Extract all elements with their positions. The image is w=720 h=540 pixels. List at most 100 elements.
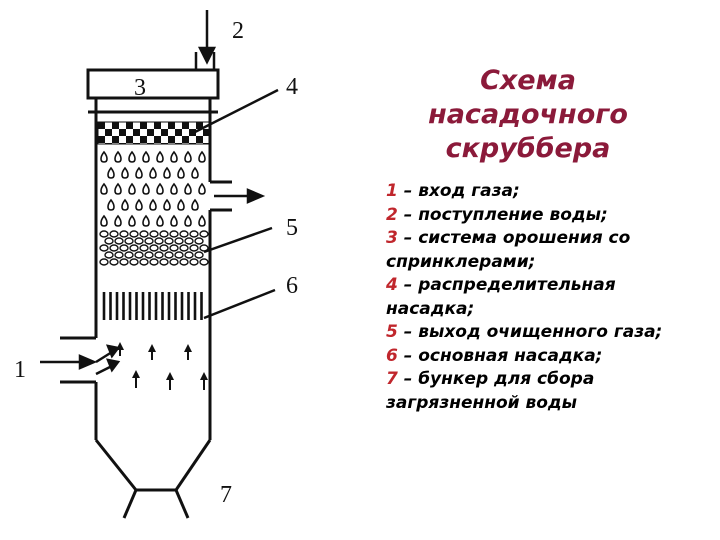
legend-item-5: 5 – выход очищенного газа; bbox=[386, 322, 663, 342]
packing-ring bbox=[129, 230, 139, 238]
packing-ring bbox=[99, 244, 109, 252]
sprinkler-head bbox=[86, 68, 220, 114]
packing-ring bbox=[139, 244, 149, 252]
packing-ring bbox=[194, 237, 204, 245]
water-droplet bbox=[156, 150, 164, 163]
legend-text: выход очищенного газа; bbox=[418, 322, 663, 342]
water-droplet bbox=[128, 182, 136, 195]
column-shell bbox=[60, 112, 232, 519]
packing-ring bbox=[159, 258, 169, 266]
packing-ring bbox=[159, 230, 169, 238]
water-inlet-pipe bbox=[194, 10, 217, 70]
callout-1: 1 bbox=[14, 357, 26, 383]
water-droplet bbox=[170, 150, 178, 163]
water-droplet bbox=[135, 198, 143, 211]
leader-lines bbox=[194, 88, 279, 320]
packing-ring bbox=[99, 258, 109, 266]
water-droplet bbox=[114, 150, 122, 163]
water-droplet bbox=[191, 198, 199, 211]
legend-number: 2 bbox=[386, 204, 398, 225]
packing-rings bbox=[99, 230, 209, 266]
water-droplet bbox=[177, 198, 185, 211]
water-droplet bbox=[170, 182, 178, 195]
packing-ring bbox=[169, 258, 179, 266]
water-droplet bbox=[142, 150, 150, 163]
distribution-packing bbox=[97, 121, 211, 145]
water-droplet bbox=[191, 166, 199, 179]
packing-ring bbox=[139, 230, 149, 238]
legend-text: поступление воды; bbox=[418, 204, 608, 225]
water-droplet bbox=[184, 214, 192, 227]
water-droplet bbox=[156, 182, 164, 195]
gas-outlet-arrow bbox=[214, 188, 266, 204]
packing-ring bbox=[129, 258, 139, 266]
packing-ring bbox=[114, 237, 124, 245]
legend-item-7: 7 – бункер для сбора загрязненной воды bbox=[386, 369, 595, 413]
diagram-title: Схема насадочного скруббера bbox=[428, 65, 628, 164]
legend-text: бункер для сбора загрязненной воды bbox=[386, 369, 595, 413]
packing-ring bbox=[144, 237, 154, 245]
legend-text: система орошения со спринклерами; bbox=[386, 228, 631, 272]
legend: 1 – вход газа; 2 – поступление воды; 3 –… bbox=[386, 180, 676, 415]
water-droplet bbox=[121, 198, 129, 211]
packing-ring bbox=[134, 237, 144, 245]
water-droplet bbox=[198, 214, 206, 227]
water-droplet bbox=[184, 150, 192, 163]
water-droplet bbox=[177, 166, 185, 179]
packing-ring bbox=[124, 237, 134, 245]
packing-ring bbox=[164, 237, 174, 245]
legend-text: вход газа; bbox=[418, 181, 520, 201]
up-arrow-head bbox=[184, 344, 192, 352]
legend-item-4: 4 – распределительная насадка; bbox=[386, 275, 616, 319]
packing-ring bbox=[109, 258, 119, 266]
callout-5: 5 bbox=[286, 215, 298, 241]
legend-number: 6 bbox=[386, 345, 398, 366]
packing-ring bbox=[159, 244, 169, 252]
callout-7: 7 bbox=[220, 482, 232, 508]
water-droplet bbox=[121, 166, 129, 179]
up-arrow bbox=[200, 372, 208, 390]
packing-ring bbox=[109, 230, 119, 238]
packing-ring bbox=[189, 244, 199, 252]
packing-ring bbox=[104, 237, 114, 245]
callout-3: 3 bbox=[134, 75, 146, 101]
legend-number: 5 bbox=[386, 322, 398, 342]
water-droplet bbox=[107, 166, 115, 179]
scrubber-diagram: 2 3 4 5 6 1 7 bbox=[14, 10, 298, 519]
callout-2: 2 bbox=[232, 18, 244, 44]
legend-item-6: 6 – основная насадка; bbox=[386, 345, 603, 366]
water-droplet bbox=[135, 166, 143, 179]
packing-ring bbox=[139, 258, 149, 266]
packing-ring bbox=[124, 251, 134, 259]
packing-ring bbox=[144, 251, 154, 259]
gas-inlet-arrow bbox=[40, 344, 121, 376]
up-arrow-head bbox=[148, 344, 156, 352]
packing-ring bbox=[154, 237, 164, 245]
packing-ring bbox=[189, 258, 199, 266]
packing-ring bbox=[149, 244, 159, 252]
up-arrow-head bbox=[200, 372, 208, 380]
packing-ring bbox=[129, 244, 139, 252]
packing-ring bbox=[164, 251, 174, 259]
packing-ring bbox=[194, 251, 204, 259]
up-arrow bbox=[166, 372, 174, 390]
packing-ring bbox=[119, 258, 129, 266]
up-arrow bbox=[132, 370, 140, 388]
water-droplet bbox=[198, 182, 206, 195]
packing-ring bbox=[169, 230, 179, 238]
legend-number: 7 bbox=[386, 369, 398, 389]
water-droplet bbox=[142, 182, 150, 195]
water-droplet bbox=[198, 150, 206, 163]
up-arrow-head bbox=[132, 370, 140, 378]
packing-ring bbox=[179, 258, 189, 266]
packing-ring bbox=[189, 230, 199, 238]
water-droplet bbox=[184, 182, 192, 195]
legend-number: 3 bbox=[386, 228, 398, 248]
water-droplet bbox=[163, 198, 171, 211]
water-droplet bbox=[114, 214, 122, 227]
packing-ring bbox=[104, 251, 114, 259]
legend-number: 4 bbox=[386, 275, 398, 295]
legend-item-2: 2 – поступление воды; bbox=[386, 204, 608, 225]
water-droplet bbox=[142, 214, 150, 227]
legend-number: 1 bbox=[386, 181, 398, 201]
